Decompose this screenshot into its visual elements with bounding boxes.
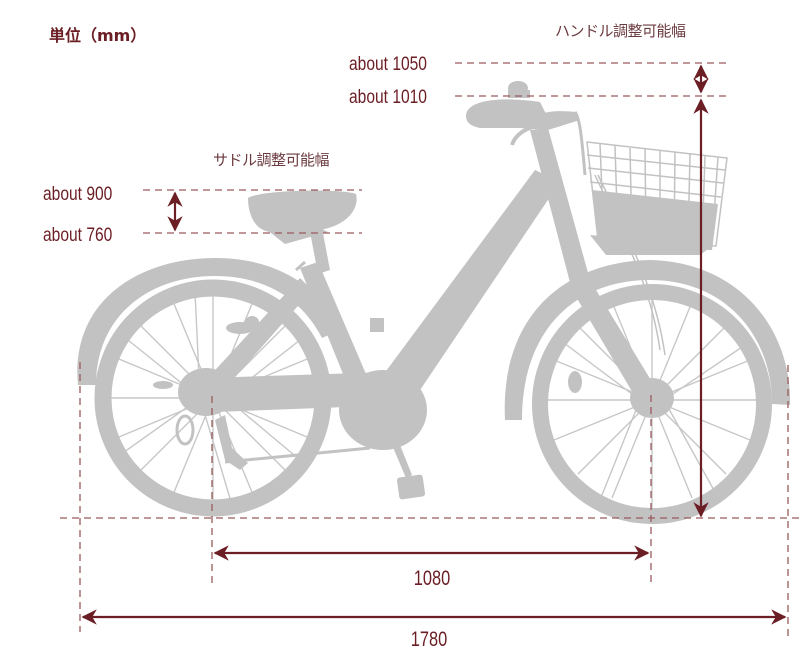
handle-adjustable-range-title: ハンドル調整可能幅 — [555, 22, 686, 40]
handle-min-height-label: about 1010 — [349, 87, 427, 108]
handle-max-height-label: about 1050 — [349, 54, 427, 75]
bicycle-icon — [77, 81, 791, 524]
total-length-label: 1780 — [410, 628, 448, 651]
saddle-max-height-label: about 900 — [43, 184, 113, 205]
unit-label: 単位（mm） — [49, 26, 147, 45]
saddle-adjustable-range-title: サドル調整可能幅 — [213, 151, 330, 169]
wheelbase-label: 1080 — [413, 567, 451, 590]
saddle-min-height-label: about 760 — [43, 225, 113, 246]
dimension-arrows — [81, 64, 787, 625]
reference-lines — [60, 62, 800, 636]
